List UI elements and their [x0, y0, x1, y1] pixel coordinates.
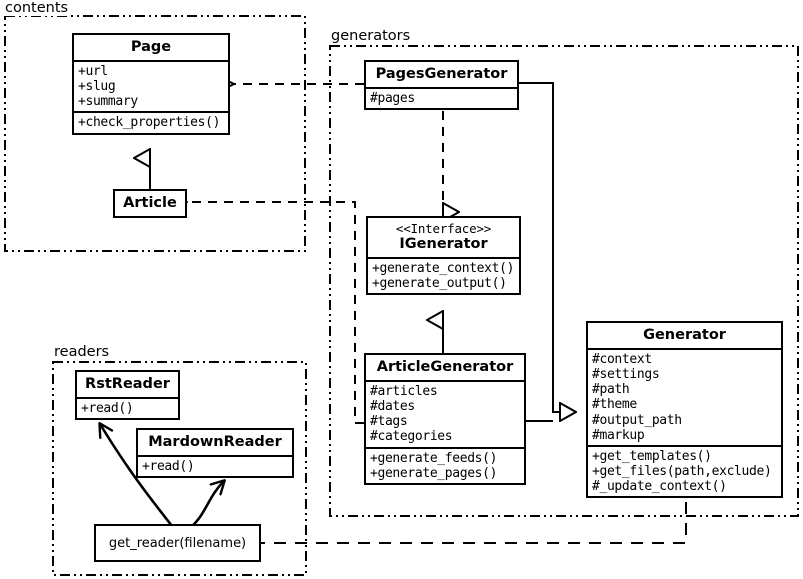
class-article-generator-name: ArticleGenerator: [376, 359, 514, 375]
operation: #_update_context(): [592, 478, 727, 494]
attribute: #tags: [370, 414, 408, 430]
class-page-name: Page: [130, 39, 172, 55]
attribute: #output_path: [592, 412, 682, 428]
class-article-generator-attributes: #articles #dates #tags #categories: [366, 380, 524, 446]
operation: +read(): [81, 401, 134, 417]
package-label-readers: readers: [53, 344, 113, 360]
operation: +get_files(path,exclude): [592, 463, 772, 479]
class-mardown-reader-name: MardownReader: [148, 434, 282, 450]
class-generator-name: Generator: [643, 327, 726, 343]
operation: +read(): [142, 459, 195, 475]
attribute: #categories: [370, 429, 453, 445]
attribute: #path: [592, 382, 630, 398]
rel-getreader-to-mardownreader: [189, 481, 224, 529]
class-generator-operations: +get_templates() +get_files(path,exclude…: [588, 444, 781, 496]
rel-generator-to-getreader: [246, 502, 687, 551]
attribute: #articles: [370, 384, 438, 400]
class-article[interactable]: Article: [113, 189, 187, 219]
package-label-generators: generators: [330, 28, 414, 44]
class-article-generator[interactable]: ArticleGenerator #articles #dates #tags …: [364, 353, 526, 485]
class-pages-generator-attributes: #pages: [366, 87, 517, 108]
operation: +generate_feeds(): [370, 450, 498, 466]
package-label-contents: contents: [4, 0, 72, 16]
function-get-reader-label: get_reader(filename): [108, 535, 247, 551]
class-generator-attributes: #context #settings #path #theme #output_…: [588, 348, 781, 444]
operation: +generate_output(): [372, 276, 507, 292]
operation: +generate_pages(): [370, 465, 498, 481]
class-rst-reader-name: RstReader: [85, 376, 170, 392]
class-pages-generator[interactable]: PagesGenerator #pages: [364, 60, 519, 111]
operation: +generate_context(): [372, 261, 515, 277]
class-igenerator-title: IGenerator: [399, 236, 488, 252]
class-article-generator-operations: +generate_feeds() +generate_pages(): [366, 446, 524, 483]
attribute: #context: [592, 352, 652, 368]
class-page-operations: +check_properties(): [74, 111, 228, 132]
class-generator[interactable]: Generator #context #settings #path #them…: [586, 321, 783, 498]
attribute: #markup: [592, 427, 645, 443]
function-get-reader[interactable]: get_reader(filename): [94, 524, 261, 562]
attribute: #theme: [592, 397, 637, 413]
class-article-name: Article: [123, 195, 177, 211]
rel-pagesgenerator-to-generator: [519, 82, 576, 412]
class-rst-reader-operations: +read(): [77, 397, 178, 418]
attribute: #pages: [370, 91, 415, 107]
class-pages-generator-name: PagesGenerator: [375, 66, 508, 82]
class-igenerator-operations: +generate_context() +generate_output(): [368, 257, 519, 293]
attribute: #dates: [370, 399, 415, 415]
class-igenerator-stereotype: <<Interface>>: [395, 221, 492, 236]
attribute: #settings: [592, 367, 660, 383]
class-igenerator-name: <<Interface>> IGenerator: [368, 218, 519, 257]
operation: +check_properties(): [78, 115, 221, 131]
attribute: +summary: [78, 94, 138, 110]
class-rst-reader[interactable]: RstReader +read(): [75, 370, 180, 421]
class-page[interactable]: Page +url +slug +summary +check_properti…: [72, 33, 230, 135]
attribute: +url: [78, 64, 108, 80]
rel-articlegenerator-to-article: [172, 194, 364, 424]
operation: +get_templates(): [592, 448, 712, 464]
class-page-attributes: +url +slug +summary: [74, 60, 228, 111]
class-mardown-reader-operations: +read(): [138, 455, 292, 476]
class-igenerator[interactable]: <<Interface>> IGenerator +generate_conte…: [366, 216, 521, 296]
class-mardown-reader[interactable]: MardownReader +read(): [136, 428, 294, 479]
attribute: +slug: [78, 79, 116, 95]
